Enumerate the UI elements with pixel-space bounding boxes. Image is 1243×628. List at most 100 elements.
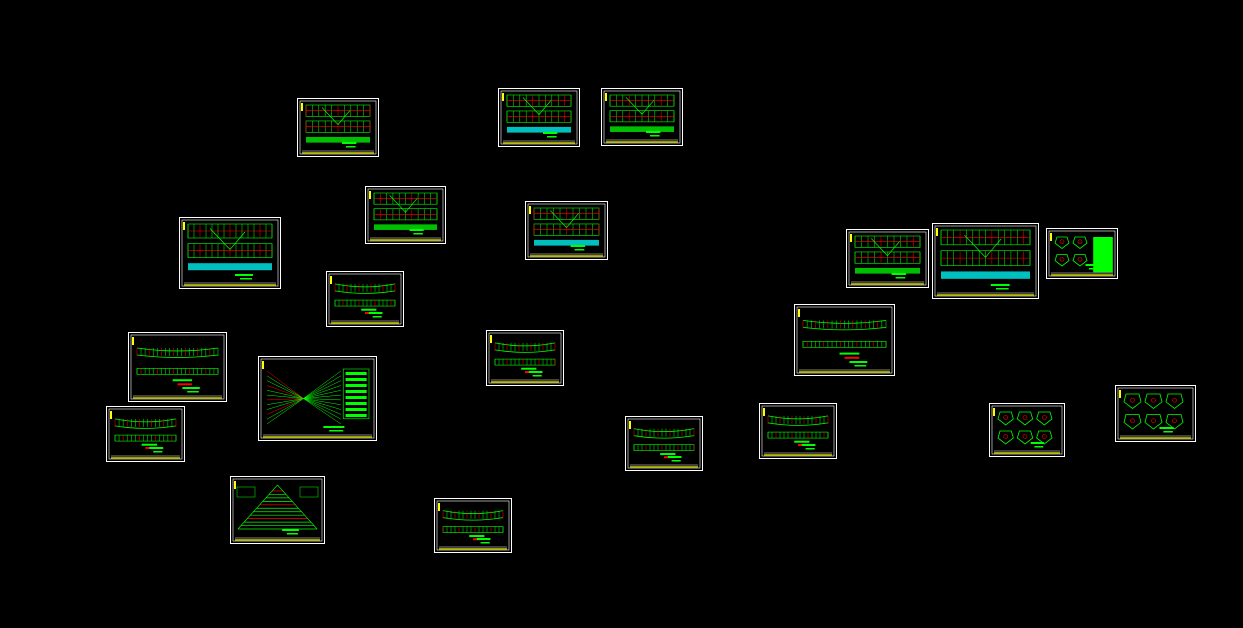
cross-section: [1123, 414, 1142, 430]
drawing-title-mark: [187, 391, 199, 393]
inner-border: [488, 332, 562, 384]
duct-circle: [1059, 239, 1065, 245]
sheet-drawing: [130, 334, 225, 400]
revision-marker: [798, 309, 800, 317]
drawing-sheet-bridge-elevation[interactable]: [297, 98, 379, 157]
drawing-sheet-bridge-elevation[interactable]: [846, 229, 929, 288]
drawing-title-mark: [854, 365, 867, 367]
triangle-edge: [237, 484, 318, 530]
revision-marker: [936, 228, 938, 236]
revision-marker: [605, 93, 607, 101]
note-mark: [177, 383, 193, 386]
revision-marker: [763, 408, 765, 416]
cross-section: [1144, 414, 1163, 430]
fan-line: [303, 394, 341, 399]
drawing-title-mark: [149, 447, 164, 449]
section-band: [610, 126, 674, 132]
plan-strip: [767, 431, 829, 439]
inner-border: [130, 334, 225, 400]
drawing-sheet-beam-profile[interactable]: [759, 403, 837, 459]
fan-line: [266, 394, 304, 399]
fan-line: [266, 398, 304, 420]
section-band: [374, 224, 437, 230]
drawing-title-mark: [671, 460, 681, 462]
drawing-title-mark: [646, 131, 661, 133]
title-block-strip: [302, 152, 374, 154]
drawing-sheet-beam-profile[interactable]: [486, 330, 564, 386]
drawing-title-mark: [1030, 442, 1045, 444]
schedule-row: [345, 390, 367, 393]
revision-marker: [110, 411, 112, 419]
revision-marker: [1119, 390, 1121, 398]
duct-circle: [1003, 415, 1008, 420]
title-block-strip: [994, 452, 1060, 454]
title-block-strip: [530, 255, 603, 257]
plan-strip: [334, 299, 396, 307]
drawing-sheet-beam-profile[interactable]: [128, 332, 227, 402]
drawing-title-mark: [368, 312, 383, 314]
drawing-sheet-bridge-elevation[interactable]: [179, 217, 281, 289]
drawing-sheet-beam-profile[interactable]: [106, 406, 185, 462]
fan-line: [266, 398, 304, 425]
drawing-title-mark: [329, 430, 344, 432]
drawing-sheet-bridge-elevation[interactable]: [932, 223, 1039, 299]
fan-line: [303, 375, 342, 399]
leader-line: [321, 107, 351, 126]
duct-circle: [1130, 397, 1135, 403]
cross-section: [1054, 236, 1070, 250]
duct-circle: [1077, 239, 1083, 245]
drawing-sheet-section-details[interactable]: [989, 403, 1065, 457]
drawing-sheet-beam-profile[interactable]: [434, 498, 512, 553]
revision-marker: [183, 222, 185, 230]
duct-circle: [1003, 434, 1008, 439]
drawing-sheet-bridge-elevation[interactable]: [365, 186, 446, 244]
drawing-title-mark: [413, 233, 423, 235]
drawing-sheet-beam-profile[interactable]: [625, 416, 703, 471]
revision-marker: [438, 503, 440, 511]
cross-section: [1144, 393, 1163, 410]
title-block-strip: [1120, 437, 1191, 439]
drawing-sheet-fan-diagram[interactable]: [258, 356, 377, 441]
title-block-strip: [184, 284, 276, 286]
leader-line: [871, 238, 900, 257]
drawing-sheet-beam-profile[interactable]: [794, 304, 895, 376]
drawing-sheet-section-details[interactable]: [1115, 385, 1196, 442]
cross-section: [1054, 254, 1070, 267]
drawing-sheet-bridge-elevation[interactable]: [498, 88, 580, 147]
leader-line: [522, 97, 552, 116]
sheet-drawing: [627, 418, 701, 469]
plan-strip: [633, 444, 695, 451]
inner-border: [436, 500, 510, 551]
cross-section: [1072, 254, 1088, 267]
duct-circle: [1022, 434, 1028, 439]
revision-marker: [330, 276, 332, 284]
drawing-sheet-bridge-elevation[interactable]: [601, 88, 683, 146]
title-block-strip: [439, 548, 507, 550]
beam-bottom-chord: [114, 425, 177, 429]
revision-marker: [850, 234, 852, 242]
revision-marker: [490, 335, 492, 343]
fan-line: [303, 398, 341, 405]
inner-border: [761, 405, 835, 457]
note-mark: [521, 367, 537, 370]
sheet-drawing: [299, 100, 377, 155]
inner-border: [991, 405, 1063, 455]
drawing-title-mark: [895, 277, 906, 279]
cross-section: [1165, 414, 1184, 430]
drawing-sheet-beam-profile[interactable]: [326, 271, 404, 327]
cross-section: [1165, 393, 1184, 410]
cross-section: [1123, 393, 1142, 410]
drawing-title-mark: [323, 426, 345, 428]
drawing-sheet-section-details[interactable]: [1046, 228, 1118, 279]
drawing-sheet-triangle-diagram[interactable]: [230, 476, 325, 544]
fan-line: [266, 398, 304, 401]
section-band: [534, 239, 599, 246]
drawing-title-mark: [547, 136, 557, 138]
sheet-drawing: [108, 408, 183, 460]
cross-section: [1072, 236, 1088, 250]
drawing-sheet-bridge-elevation[interactable]: [525, 201, 608, 260]
duct-circle: [1077, 256, 1083, 262]
section-band: [188, 263, 272, 271]
sheet-drawing: [328, 273, 402, 325]
